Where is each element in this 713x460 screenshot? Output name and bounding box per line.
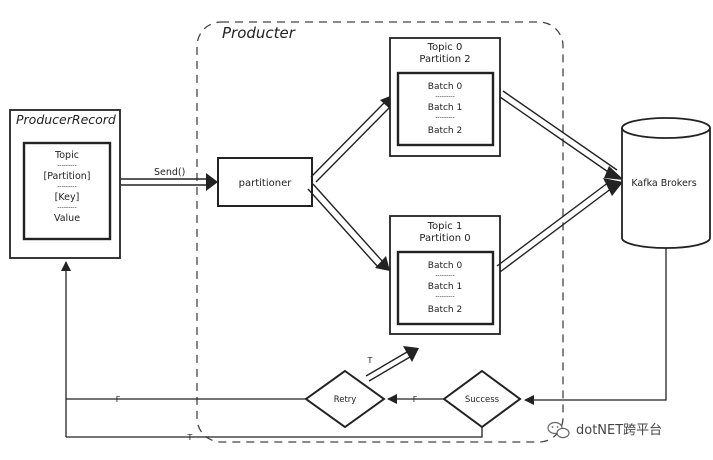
success-to-retry-edge: F (387, 394, 444, 404)
success-true-label: T (187, 433, 193, 442)
topic1-batch: Batch 0 (428, 261, 463, 271)
record-separator: --------- (57, 204, 77, 211)
topic1-title: Topic 1 (427, 221, 463, 232)
topic0-batch: Batch 0 (428, 82, 463, 92)
kafka-brokers-cylinder: Kafka Brokers (621, 117, 711, 249)
partitioner-to-topic0-arrow (310, 95, 393, 183)
watermark: dotNET跨平台 (547, 421, 662, 439)
retry-false-label: F (116, 395, 121, 404)
retry-true-label: T (367, 356, 373, 365)
retry-to-record-edge: F (66, 395, 306, 404)
retry-true-arrow: T (365, 346, 419, 382)
record-field-partition: [Partition] (43, 171, 90, 182)
success-label: Success (465, 395, 500, 405)
topic1-batch: Batch 2 (428, 305, 462, 315)
topic0-batch: Batch 1 (428, 103, 462, 113)
partitioner-box: partitioner (217, 157, 313, 207)
topic0-to-kafka-arrow (499, 90, 624, 180)
topic0-separator: --------- (435, 114, 455, 121)
producer-record-box: ProducerRecord Topic --------- [Partitio… (9, 109, 121, 259)
kafka-brokers-label: Kafka Brokers (631, 178, 696, 189)
retry-diamond: Retry (304, 369, 386, 429)
topic0-separator: --------- (435, 93, 455, 100)
topic1-box: Topic 1 Partition 0 Batch 0 --------- Ba… (389, 215, 501, 335)
topic0-partition: Partition 2 (419, 54, 470, 65)
partitioner-label: partitioner (239, 178, 293, 189)
producer-group-label: Producter (222, 24, 296, 42)
producer-group: Producter (196, 21, 564, 443)
topic0-batch: Batch 2 (428, 126, 462, 136)
record-field-value: Value (54, 213, 80, 224)
topic0-title: Topic 0 (427, 42, 463, 53)
topic1-separator: --------- (435, 293, 455, 300)
record-separator: --------- (57, 183, 77, 190)
success-true-edge: T (66, 427, 483, 442)
retry-label: Retry (334, 395, 357, 405)
topic1-separator: --------- (435, 272, 455, 279)
watermark-text: dotNET跨平台 (576, 423, 662, 438)
kafka-to-success-line (524, 248, 667, 405)
topic1-batch: Batch 1 (428, 282, 462, 292)
producer-record-title: ProducerRecord (16, 112, 116, 127)
record-field-key: [Key] (55, 192, 80, 203)
topic0-box: Topic 0 Partition 2 Batch 0 --------- Ba… (389, 37, 501, 157)
record-separator: --------- (57, 162, 77, 169)
send-label: Send() (154, 167, 185, 178)
success-diamond: Success (442, 369, 522, 429)
wechat-icon (547, 421, 570, 439)
partitioner-to-topic1-arrow (307, 183, 390, 271)
send-arrow: Send() (121, 167, 218, 191)
topic1-to-kafka-arrow (496, 178, 623, 273)
success-false-label: F (413, 395, 418, 404)
record-field-topic: Topic (54, 150, 79, 161)
topic1-partition: Partition 0 (419, 233, 470, 244)
